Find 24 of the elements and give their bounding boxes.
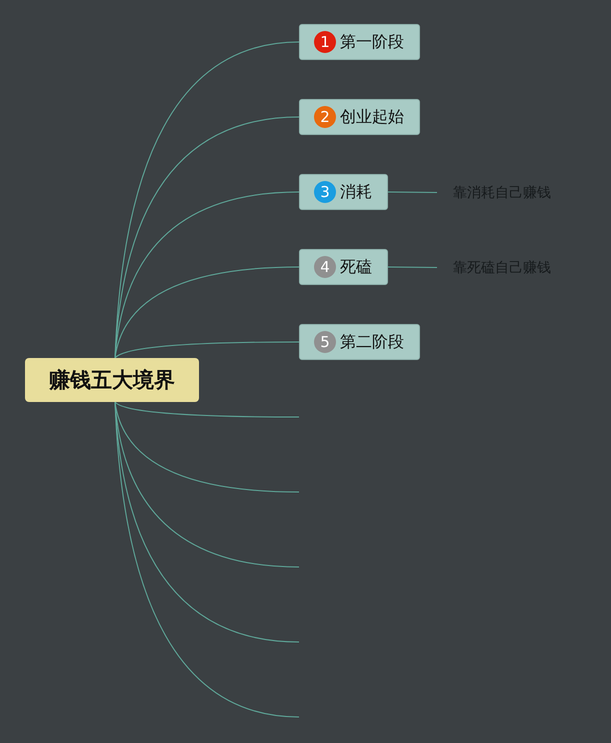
branch-line bbox=[388, 192, 438, 193]
number-badge: 1 bbox=[314, 31, 336, 53]
number-badge: 4 bbox=[314, 256, 336, 278]
topic-label: 消耗 bbox=[340, 182, 372, 202]
topic-box bbox=[299, 99, 420, 135]
topic-label: 创业起始 bbox=[340, 106, 404, 128]
number-badge: 5 bbox=[314, 331, 336, 353]
branch-line bbox=[114, 342, 300, 358]
topic-label: 第一阶段 bbox=[340, 32, 404, 52]
branch-line bbox=[388, 266, 438, 268]
topic-label: 第二阶段 bbox=[340, 332, 404, 352]
branch-line bbox=[114, 266, 300, 358]
branch-line bbox=[114, 402, 300, 492]
central-topic-box: 赚钱五大境界 bbox=[25, 358, 199, 402]
topic-box bbox=[299, 174, 388, 210]
branch-line bbox=[114, 402, 300, 718]
topic-label: 死磕 bbox=[340, 256, 372, 278]
topic-box bbox=[299, 249, 388, 285]
number-badge: 3 bbox=[314, 181, 336, 203]
branch-line bbox=[114, 402, 300, 418]
number-badge: 2 bbox=[314, 106, 336, 128]
topic-box bbox=[299, 324, 420, 360]
branch-line bbox=[114, 192, 300, 358]
topic-box bbox=[299, 24, 420, 60]
